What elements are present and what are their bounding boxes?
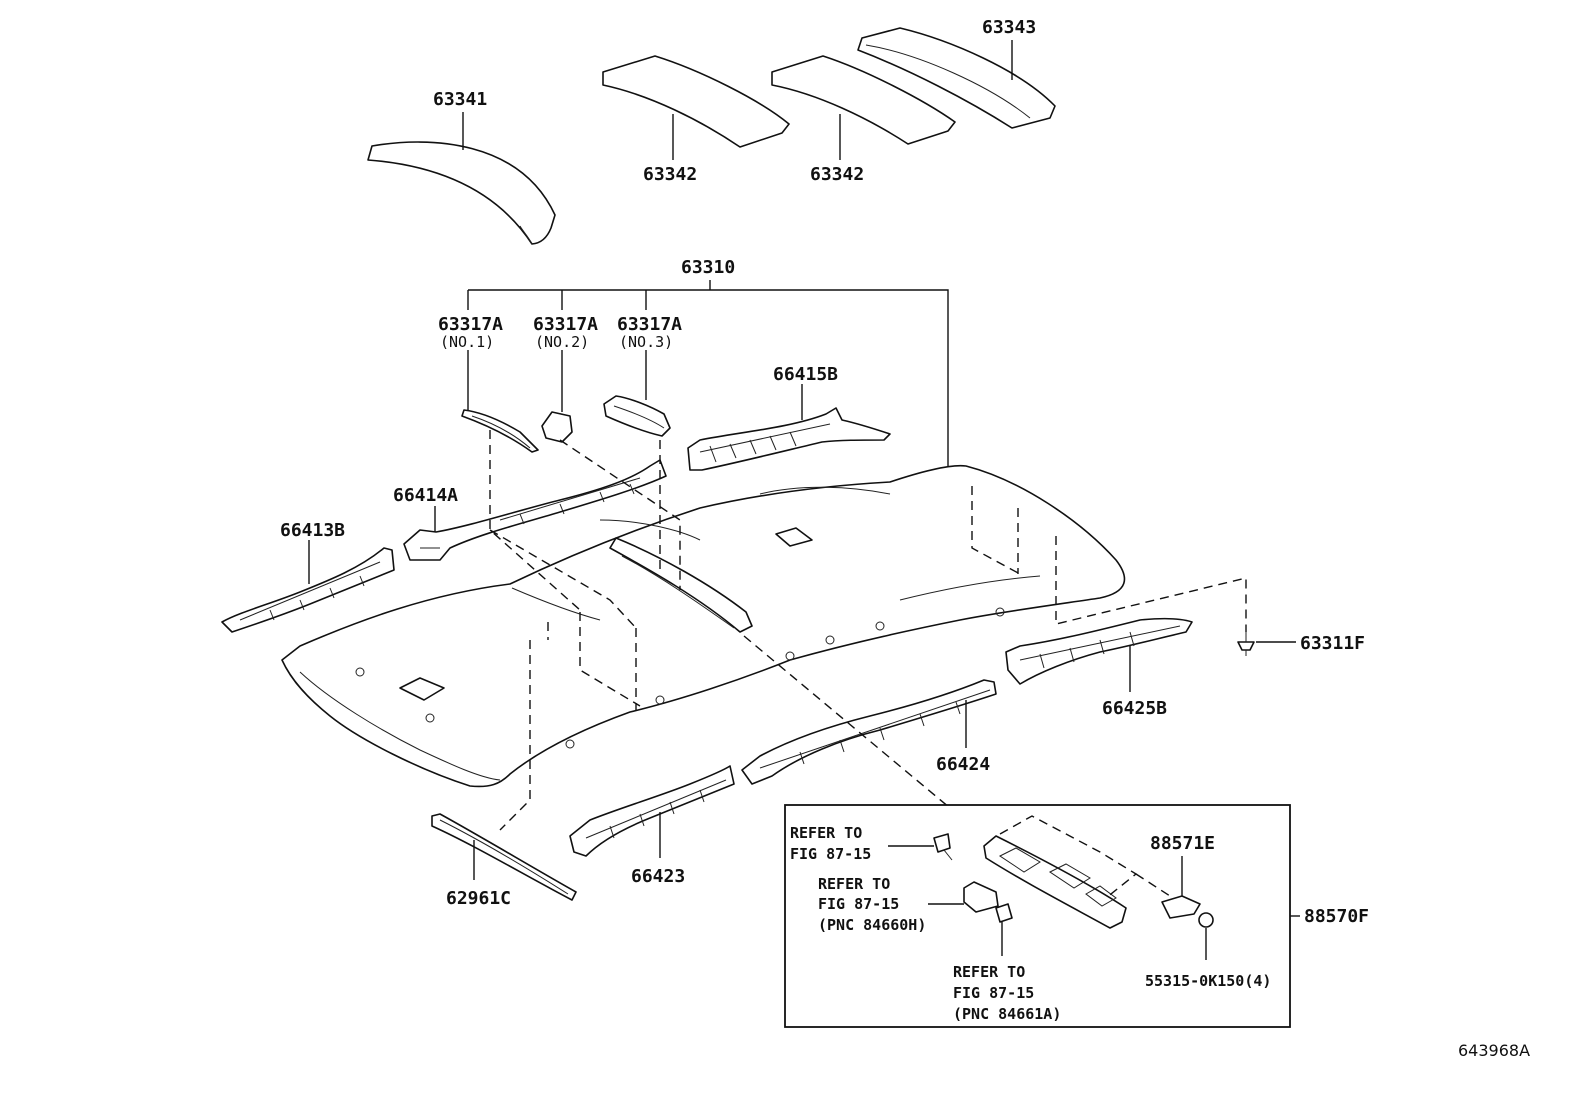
label-88571e: 88571E — [1150, 833, 1215, 854]
lens-88571e — [1161, 856, 1201, 919]
switch-84661a — [995, 903, 1013, 956]
label-66423: 66423 — [631, 866, 685, 887]
label-63317a-no1-sub: (NO.1) — [440, 333, 494, 351]
inset-box-88570f — [784, 804, 1300, 1028]
refer-3-line3: (PNC 84661A) — [953, 1005, 1061, 1023]
rail-66424 — [741, 679, 997, 785]
headliner-63310 — [281, 464, 1126, 788]
moulding-62961c — [431, 813, 577, 901]
leader-lines — [308, 40, 1296, 880]
label-63317a-no2-sub: (NO.2) — [535, 333, 589, 351]
rail-66423 — [569, 765, 735, 857]
rail-66415b — [687, 407, 891, 471]
pad-63342-left — [602, 55, 790, 148]
part-labels: 63341 63342 63342 63343 63310 63317A (NO… — [280, 17, 1530, 1060]
label-63343: 63343 — [982, 17, 1036, 38]
assist-grip-63317a-no3 — [603, 395, 671, 437]
rail-66413b — [221, 547, 395, 633]
label-63311f: 63311F — [1300, 633, 1365, 654]
label-62961c: 62961C — [446, 888, 511, 909]
label-66415b: 66415B — [773, 364, 838, 385]
map-lamp-assy — [983, 835, 1127, 929]
label-63317a-no3-sub: (NO.3) — [619, 333, 673, 351]
refer-1-line2: FIG 87-15 — [790, 845, 871, 863]
label-66425b: 66425B — [1102, 698, 1167, 719]
refer-2-line1: REFER TO — [818, 875, 890, 893]
label-66413b: 66413B — [280, 520, 345, 541]
refer-2-line2: FIG 87-15 — [818, 895, 899, 913]
label-66414a: 66414A — [393, 485, 458, 506]
refer-3-line1: REFER TO — [953, 963, 1025, 981]
clip-55315 — [1198, 912, 1214, 960]
clip-63311f — [1237, 632, 1255, 656]
label-63317a-no3: 63317A — [617, 314, 682, 335]
refer-3-line2: FIG 87-15 — [953, 984, 1034, 1002]
label-63342-left: 63342 — [643, 164, 697, 185]
pad-63342-right — [771, 55, 956, 145]
switch-84660h — [928, 881, 999, 913]
rail-66414a — [403, 459, 667, 561]
label-63317a-no2: 63317A — [533, 314, 598, 335]
pad-63343 — [857, 27, 1056, 129]
refer-1-line1: REFER TO — [790, 824, 862, 842]
assist-grip-63317a-no2 — [541, 411, 573, 443]
label-88570f: 88570F — [1304, 906, 1369, 927]
label-63342-right: 63342 — [810, 164, 864, 185]
pad-63341 — [367, 141, 556, 245]
rail-66425b — [1005, 617, 1193, 685]
label-63341: 63341 — [433, 89, 487, 110]
label-66424: 66424 — [936, 754, 990, 775]
label-63317a-no1: 63317A — [438, 314, 503, 335]
assist-grip-63317a-no1 — [461, 409, 539, 453]
screw — [888, 833, 953, 861]
label-63310: 63310 — [681, 257, 735, 278]
figure-id: 643968A — [1458, 1041, 1530, 1060]
dashed-connectors — [489, 430, 1247, 831]
refer-2-line3: (PNC 84660H) — [818, 916, 926, 934]
label-55315-0k150: 55315-0K150(4) — [1145, 972, 1271, 990]
